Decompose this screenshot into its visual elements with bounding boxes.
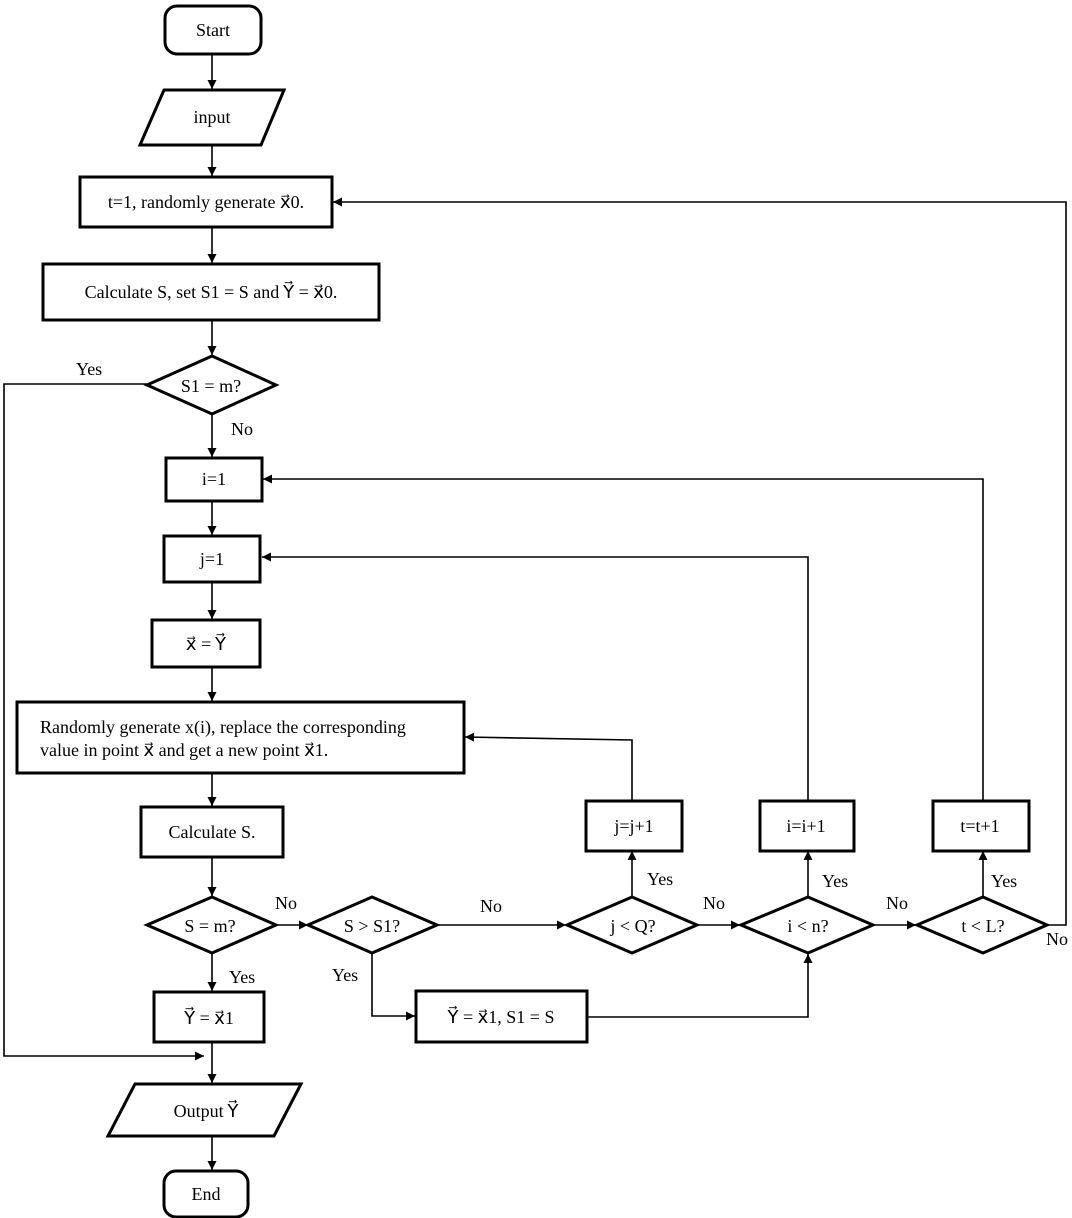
generate-box bbox=[15, 700, 466, 775]
assign-y-box bbox=[152, 990, 266, 1044]
end-label: End bbox=[192, 1184, 221, 1204]
i-no-label: No bbox=[886, 893, 908, 913]
check-t-label: t < L? bbox=[961, 916, 1004, 936]
output-label: Output Y⃗ bbox=[174, 1100, 240, 1121]
shapes bbox=[15, 4, 1051, 1218]
node-labels: Start input t=1, randomly generate x⃗0. … bbox=[40, 20, 1005, 1204]
edge-gt-update bbox=[371, 954, 415, 1021]
init-i-box bbox=[164, 456, 264, 503]
check-s-diamond bbox=[143, 895, 280, 955]
end-terminal bbox=[162, 1169, 250, 1218]
start-terminal bbox=[163, 4, 263, 56]
init-i-label: i=1 bbox=[202, 469, 226, 489]
gt-no-label: No bbox=[480, 896, 502, 916]
input-parallelogram bbox=[137, 88, 287, 147]
calc-init-label: Calculate S, set S1 = S and Y⃗ = x⃗0. bbox=[85, 281, 338, 302]
init-t-label: t=1, randomly generate x⃗0. bbox=[108, 192, 304, 212]
connectors bbox=[3, 54, 1067, 1170]
generate-label-line1: Randomly generate x(i), replace the corr… bbox=[40, 717, 406, 738]
check-i-label: i < n? bbox=[787, 916, 828, 936]
s-no-label: No bbox=[275, 893, 297, 913]
output-parallelogram bbox=[105, 1082, 304, 1138]
edge-inci-j bbox=[262, 552, 809, 801]
calc-init-box bbox=[41, 262, 381, 322]
inc-i-box bbox=[758, 799, 856, 853]
edge-incj-gen bbox=[464, 732, 633, 801]
assign-x-box bbox=[150, 618, 262, 669]
start-label: Start bbox=[196, 20, 230, 40]
inc-t-box bbox=[931, 799, 1031, 853]
check-gt-diamond bbox=[304, 895, 441, 955]
input-label: input bbox=[193, 107, 230, 127]
edge-labels: Yes No No Yes No Yes Yes No Yes No Yes N… bbox=[76, 359, 1068, 987]
check-s-label: S = m? bbox=[184, 916, 235, 936]
check-j-label: j < Q? bbox=[609, 916, 655, 936]
inc-t-label: t=t+1 bbox=[960, 816, 999, 836]
update-box bbox=[414, 989, 589, 1044]
check-j-diamond bbox=[563, 895, 701, 955]
s1-yes-label: Yes bbox=[76, 359, 102, 379]
check-gt-label: S > S1? bbox=[344, 916, 400, 936]
edge-update-i bbox=[587, 954, 813, 1018]
edge-t-no-top bbox=[333, 197, 1067, 926]
init-j-label: j=1 bbox=[199, 549, 224, 569]
assign-x-label: x⃗ = Y⃗ bbox=[186, 633, 227, 654]
inc-j-label: j=j+1 bbox=[613, 816, 653, 836]
s1-no-label: No bbox=[231, 419, 253, 439]
init-j-box bbox=[162, 534, 262, 584]
check-t-diamond bbox=[913, 895, 1051, 955]
generate-label-line2: value in point x⃗ and get a new point x⃗… bbox=[40, 740, 328, 760]
edge-inct-i bbox=[263, 474, 984, 801]
assign-y-label: Y⃗ = x⃗1 bbox=[183, 1007, 234, 1028]
check-i-diamond bbox=[737, 895, 877, 955]
inc-i-label: i=i+1 bbox=[786, 816, 825, 836]
j-no-label: No bbox=[703, 893, 725, 913]
calc-s-box bbox=[139, 805, 285, 859]
s-yes-label: Yes bbox=[229, 967, 255, 987]
edge-s1-yes-bypass bbox=[3, 383, 204, 1061]
t-no-label: No bbox=[1046, 929, 1068, 949]
update-label: Y⃗ = x⃗1, S1 = S bbox=[447, 1006, 555, 1027]
inc-j-box bbox=[584, 799, 684, 853]
init-t-box bbox=[78, 175, 334, 229]
check-s1-label: S1 = m? bbox=[181, 376, 241, 396]
j-yes-label: Yes bbox=[647, 869, 673, 889]
i-yes-label: Yes bbox=[822, 871, 848, 891]
check-s1-diamond bbox=[143, 354, 280, 416]
gt-yes-label: Yes bbox=[332, 965, 358, 985]
calc-s-label: Calculate S. bbox=[169, 822, 256, 842]
t-yes-label: Yes bbox=[991, 871, 1017, 891]
